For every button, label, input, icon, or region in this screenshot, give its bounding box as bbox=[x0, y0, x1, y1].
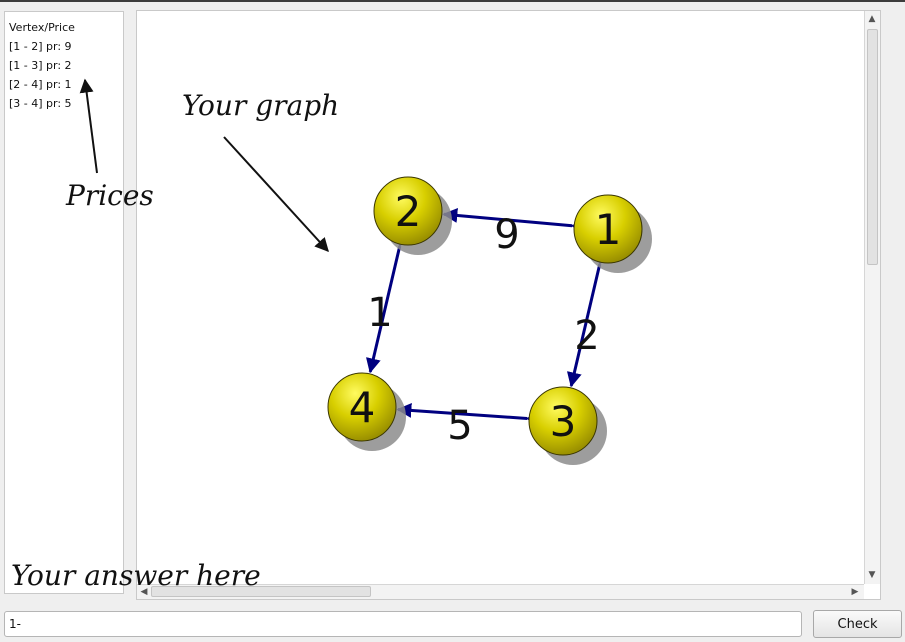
graph-canvas[interactable]: 9 2 1 5 1 2 3 4 bbox=[136, 10, 881, 600]
price-row: [1 - 3] pr: 2 bbox=[9, 59, 72, 72]
graph-vertex-1[interactable]: 1 bbox=[573, 194, 652, 273]
your-answer-annotation: Your answer here bbox=[11, 559, 261, 592]
vertex-label: 4 bbox=[349, 383, 376, 432]
edge-price-label: 1 bbox=[367, 290, 392, 336]
graph-vertex-3[interactable]: 3 bbox=[528, 386, 607, 465]
vertex-ball bbox=[528, 386, 598, 456]
graph-edge-2-4 bbox=[366, 231, 411, 374]
horizontal-scroll-thumb[interactable] bbox=[151, 586, 371, 597]
price-row: [2 - 4] pr: 1 bbox=[9, 78, 72, 91]
vertex-label: 2 bbox=[395, 187, 422, 236]
vertex-label: 1 bbox=[595, 205, 622, 254]
vertical-scroll-thumb[interactable] bbox=[867, 29, 878, 265]
answer-input[interactable] bbox=[4, 611, 802, 637]
price-row: [3 - 4] pr: 5 bbox=[9, 97, 72, 110]
price-list-panel: Vertex/Price [1 - 2] pr: 9 [1 - 3] pr: 2… bbox=[4, 11, 124, 594]
graph-edge-1-2 bbox=[442, 207, 587, 235]
scroll-up-icon[interactable]: ▲ bbox=[868, 14, 876, 24]
your-graph-annotation: Your graph bbox=[182, 89, 340, 122]
graph-edge-3-4 bbox=[396, 402, 542, 427]
vertex-ball bbox=[327, 372, 397, 442]
vertical-scrollbar[interactable]: ▲ ▼ bbox=[864, 11, 880, 584]
graph-drawing: 9 2 1 5 1 2 3 4 bbox=[327, 176, 652, 465]
vertex-ball bbox=[573, 194, 643, 264]
prices-annotation: Prices bbox=[66, 179, 154, 212]
window-top-border bbox=[0, 0, 905, 2]
scroll-right-icon[interactable]: ▶ bbox=[851, 587, 859, 597]
price-row: [1 - 2] pr: 9 bbox=[9, 40, 72, 53]
scroll-down-icon[interactable]: ▼ bbox=[868, 570, 876, 580]
edge-price-label: 2 bbox=[574, 313, 599, 359]
check-button[interactable]: Check bbox=[813, 610, 902, 638]
edge-price-label: 5 bbox=[447, 403, 472, 449]
edge-price-label: 9 bbox=[494, 212, 519, 258]
graph-edge-1-3 bbox=[566, 249, 611, 388]
vertex-label: 3 bbox=[550, 397, 577, 446]
scroll-left-icon[interactable]: ◀ bbox=[140, 587, 148, 597]
graph-vertex-2[interactable]: 2 bbox=[373, 176, 452, 255]
price-list-title: Vertex/Price bbox=[9, 21, 75, 34]
horizontal-scrollbar[interactable]: ◀ ▶ bbox=[137, 584, 864, 599]
graph-vertex-4[interactable]: 4 bbox=[327, 372, 406, 451]
vertex-ball bbox=[373, 176, 443, 246]
